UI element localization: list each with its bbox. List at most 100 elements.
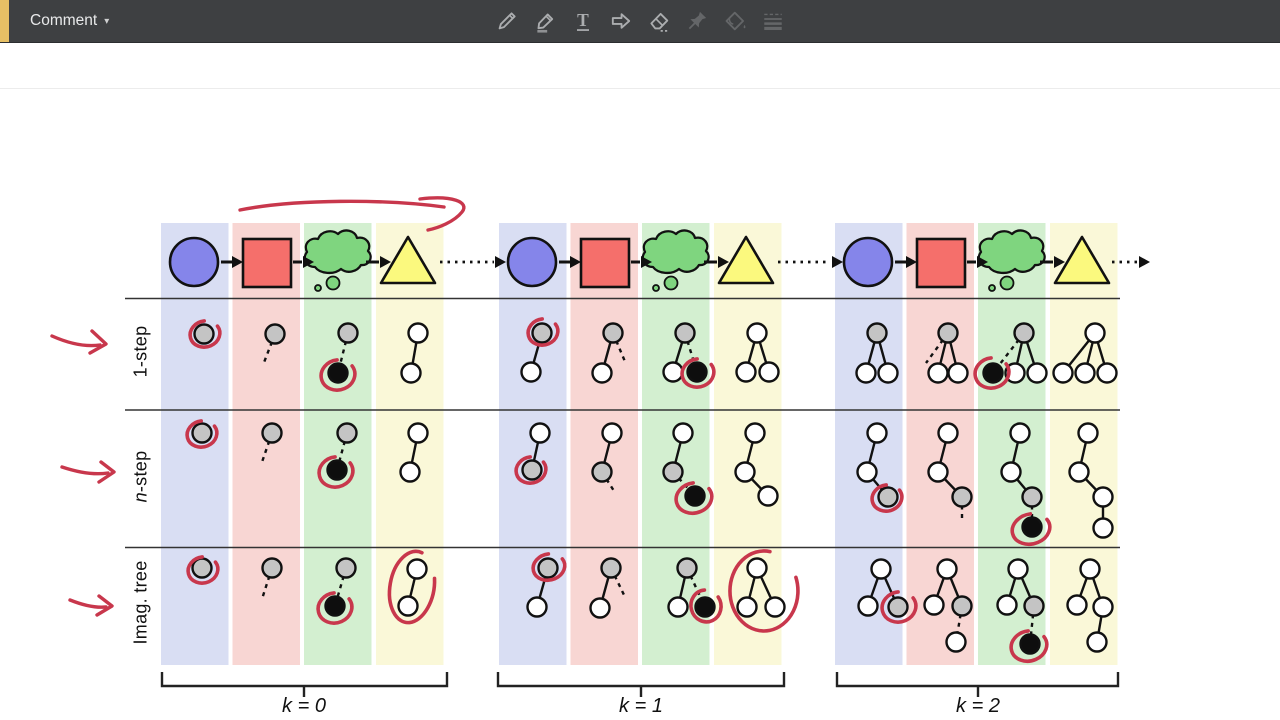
- column-band: [232, 223, 300, 665]
- tree-node-gray: [193, 323, 215, 345]
- tree-node-white: [591, 362, 613, 384]
- annotation-toolbar: Comment ▾ T: [0, 0, 1280, 43]
- tree-node-black: [324, 595, 346, 617]
- ink-circle-annotation[interactable]: [525, 316, 561, 349]
- pen-icon[interactable]: [492, 5, 522, 37]
- tree-node-gray: [191, 557, 213, 579]
- ink-circle-annotation[interactable]: [185, 554, 221, 587]
- ink-circle-annotation[interactable]: [728, 549, 800, 633]
- ink-circle-annotation[interactable]: [879, 588, 920, 626]
- tree-node-white: [857, 595, 879, 617]
- tree-node-gray: [662, 461, 684, 483]
- arrowhead: [1054, 256, 1065, 268]
- tree-node-gray: [261, 557, 283, 579]
- column-band: [906, 223, 974, 665]
- group-bracket: [160, 672, 449, 697]
- text-icon[interactable]: T: [568, 5, 598, 37]
- arrowhead: [906, 256, 917, 268]
- state-circle: [168, 236, 220, 288]
- tree-node-white: [866, 422, 888, 444]
- row-separators: [125, 297, 1120, 549]
- ink-circle-annotation[interactable]: [687, 587, 724, 626]
- chain-group: [842, 229, 1111, 292]
- swoosh-arrow-annotation[interactable]: [238, 199, 446, 212]
- arrowhead: [718, 256, 729, 268]
- thought-cloud: [303, 229, 372, 275]
- tree-node-white: [923, 594, 945, 616]
- group-label-k1: k = 1: [619, 695, 663, 717]
- ink-circle-annotation[interactable]: [1009, 510, 1053, 549]
- tree-node-gray: [676, 557, 698, 579]
- tree-node-white: [936, 558, 958, 580]
- tree-node-white: [758, 361, 780, 383]
- tree-node-white: [927, 461, 949, 483]
- tree-node-gray: [531, 322, 553, 344]
- row-arrow-annotation[interactable]: [97, 460, 116, 484]
- tree-node-white: [1000, 461, 1022, 483]
- tree-node-white: [870, 558, 892, 580]
- group-label-k2: k = 2: [956, 695, 1000, 717]
- tree-node-gray: [887, 596, 909, 618]
- ink-circle-annotation[interactable]: [513, 454, 549, 487]
- ink-circle-annotation[interactable]: [384, 548, 440, 627]
- tree-node-white: [526, 596, 548, 618]
- ink-circle-annotation[interactable]: [972, 354, 1013, 392]
- ink-circle-annotation[interactable]: [530, 550, 568, 583]
- tree-node-gray: [951, 595, 973, 617]
- ink-circle-annotation[interactable]: [679, 355, 717, 390]
- arrowhead: [380, 256, 391, 268]
- ink-circle-annotation[interactable]: [316, 453, 357, 491]
- tree-node-black: [686, 361, 708, 383]
- state-triangle: [717, 235, 775, 285]
- tree-node-white: [947, 362, 969, 384]
- tree-node-white: [1092, 596, 1114, 618]
- tree-node-white: [662, 361, 684, 383]
- ink-circle-annotation[interactable]: [1008, 627, 1051, 665]
- tree-node-white: [856, 461, 878, 483]
- eraser-icon[interactable]: [644, 5, 674, 37]
- tree-diagrams: [191, 322, 1118, 655]
- row-arrow-annotation[interactable]: [95, 594, 114, 617]
- comment-dropdown[interactable]: Comment ▾: [22, 6, 117, 36]
- tree-node-gray: [191, 422, 213, 444]
- ink-circle-annotation[interactable]: [187, 318, 223, 351]
- arrow-icon[interactable]: [606, 5, 636, 37]
- arrowhead: [495, 256, 506, 268]
- ink-annotations[interactable]: [50, 196, 1053, 665]
- arrowhead: [641, 256, 652, 268]
- arrowhead: [570, 256, 581, 268]
- ink-circle-annotation[interactable]: [869, 482, 905, 515]
- tree-node-gray: [674, 322, 696, 344]
- thought-bubble: [325, 275, 341, 291]
- tree-node-white: [1007, 558, 1029, 580]
- group-bracket: [496, 672, 786, 697]
- highlighter-icon[interactable]: [530, 5, 560, 37]
- swoosh-arrow-annotation[interactable]: [418, 196, 466, 232]
- tree-edge-dashed: [1028, 605, 1036, 645]
- tree-node-white: [1084, 322, 1106, 344]
- row-arrow-annotation[interactable]: [60, 465, 110, 476]
- tree-node-black: [1021, 516, 1043, 538]
- tree-node-white: [757, 485, 779, 507]
- ink-circle-annotation[interactable]: [315, 589, 356, 627]
- tree-node-white: [399, 461, 421, 483]
- fill-icon[interactable]: [720, 5, 750, 37]
- ink-circle-annotation[interactable]: [318, 356, 359, 394]
- ink-circle-annotation[interactable]: [184, 418, 220, 451]
- column-bands: [161, 223, 1118, 665]
- tree-node-white: [406, 558, 428, 580]
- line-weight-icon[interactable]: [758, 5, 788, 37]
- row-arrow-annotation[interactable]: [50, 334, 102, 348]
- pin-icon[interactable]: [682, 5, 712, 37]
- row-arrow-annotation[interactable]: [68, 598, 108, 609]
- chevron-down-icon: ▾: [104, 15, 110, 27]
- tree-edge-dashed: [261, 333, 277, 366]
- ink-circle-annotation[interactable]: [673, 479, 716, 517]
- tree-node-gray: [336, 422, 358, 444]
- tree-node-white: [529, 422, 551, 444]
- tree-node-gray: [591, 461, 613, 483]
- arrowhead: [832, 256, 843, 268]
- tree-node-gray: [602, 322, 624, 344]
- row-arrow-annotation[interactable]: [88, 329, 108, 355]
- tree-node-white: [746, 322, 768, 344]
